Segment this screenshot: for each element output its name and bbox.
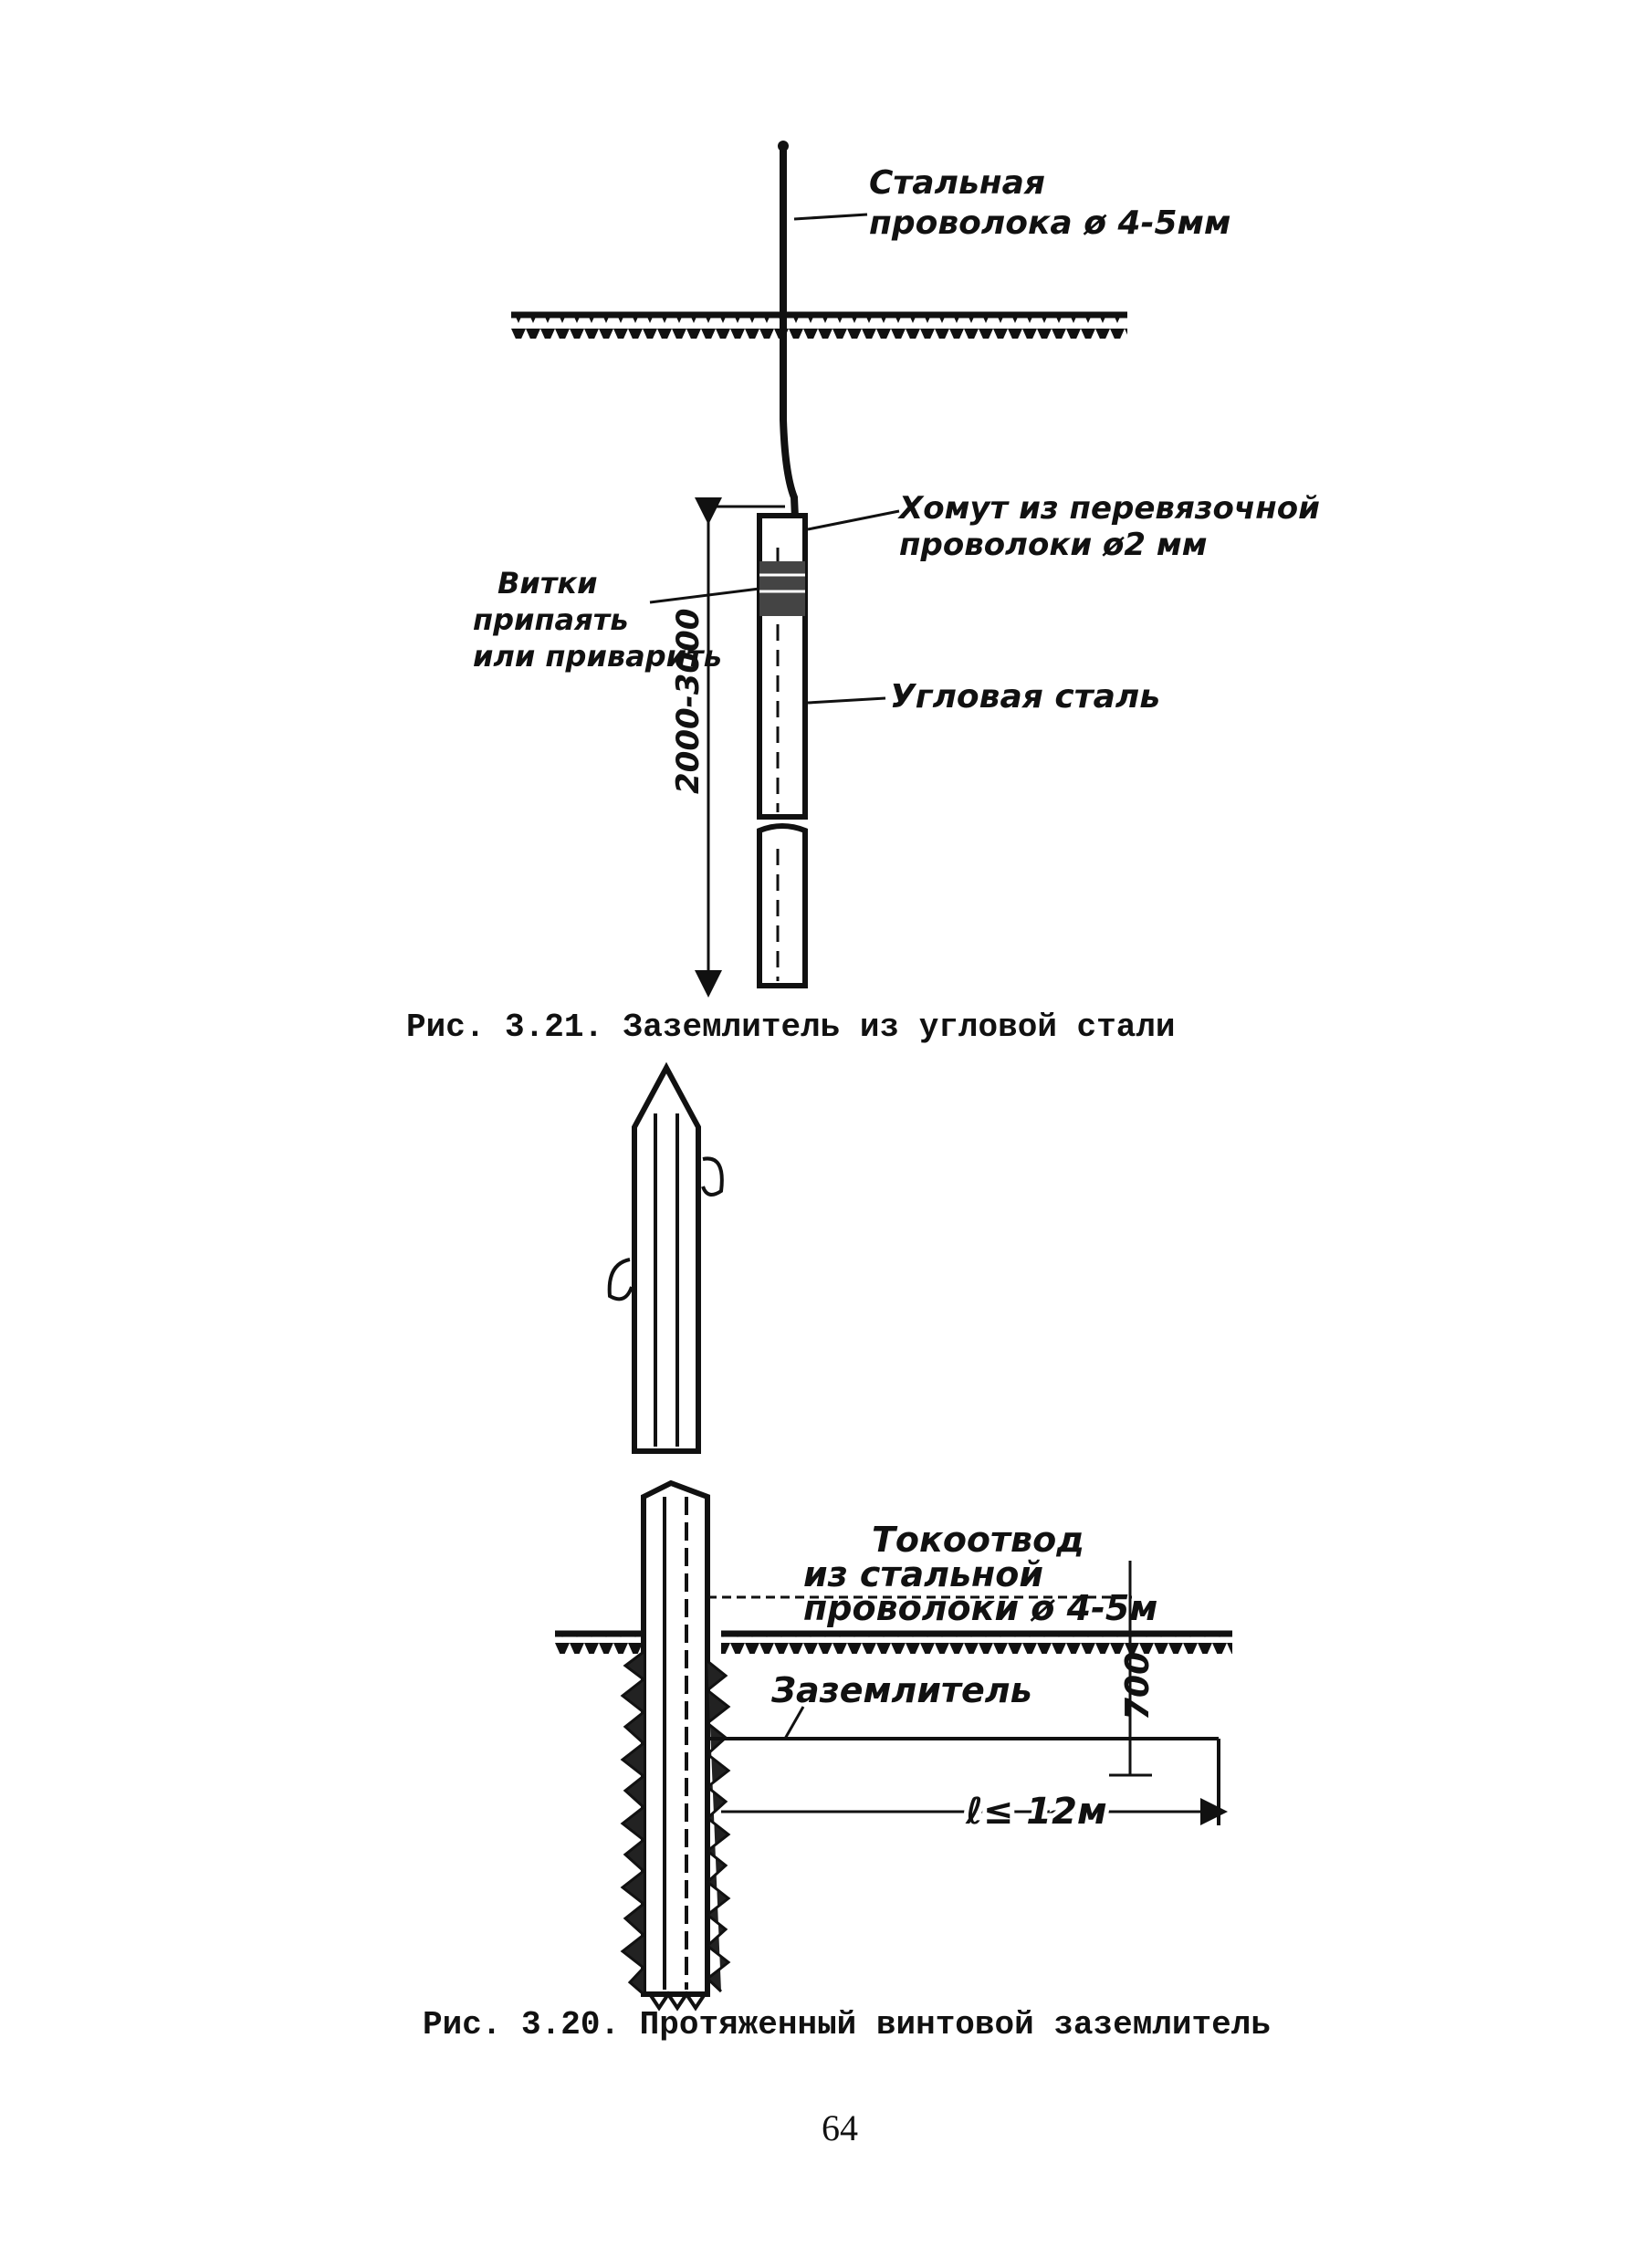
- angle-steel-rod: [757, 513, 808, 988]
- screw-rod-upper-segment: [607, 1061, 724, 1454]
- screw-rod-lower-segment: [620, 1479, 731, 2012]
- turns-leader: [649, 587, 760, 604]
- horizontal-electrode: [707, 1561, 1228, 1825]
- page-number: 64: [822, 2107, 858, 2148]
- turns-label-line3: или приварить: [473, 639, 722, 674]
- turns-label-line1: Витки: [497, 566, 598, 601]
- down-conductor-label-line1: Токоотвод: [872, 1520, 1084, 1560]
- angle-steel-leader: [807, 696, 886, 705]
- angle-steel-label: Угловая сталь: [890, 678, 1160, 716]
- wire-leader: [793, 213, 868, 221]
- ground-surface-upper: [511, 311, 1127, 339]
- steel-wire: [780, 146, 800, 539]
- figure-caption-upper: Рис. 3.21. Заземлитель из угловой стали: [406, 1009, 1176, 1046]
- down-conductor-label-line3: проволоки ø 4-5м: [803, 1588, 1157, 1628]
- ground-surface-lower: [555, 1630, 1232, 1654]
- clamp-label-line1: Хомут из перевязочной: [897, 490, 1320, 527]
- wire-label-line1: Стальная: [869, 164, 1045, 202]
- earth-electrode-label: Заземлитель: [770, 1670, 1032, 1710]
- screw-earth-electrode-figure: Токоотвод из стальной проволоки ø 4-5м З…: [555, 1061, 1232, 2012]
- length-dimension-upper: [695, 497, 785, 998]
- length-dim-label-lower: ℓ≤ 12м: [965, 1791, 1107, 1833]
- clamp-label-line2: проволоки ø2 мм: [899, 527, 1208, 563]
- down-conductor-label-line2: из стальной: [803, 1554, 1043, 1594]
- depth-dim-label: 700: [1119, 1652, 1157, 1720]
- length-dim-label-upper: 2000-3000: [670, 609, 707, 794]
- figure-caption-lower: Рис. 3.20. Протяженный винтовой заземлит…: [423, 2006, 1271, 2043]
- angle-steel-earth-electrode-figure: 2000-3000 Стальная проволока ø 4-5мм Хом…: [473, 141, 1320, 998]
- earth-electrode-leader: [783, 1706, 805, 1740]
- clamp-leader: [807, 509, 900, 531]
- turns-label-line2: припаять: [473, 602, 628, 637]
- wire-label-line2: проволока ø 4-5мм: [869, 204, 1230, 242]
